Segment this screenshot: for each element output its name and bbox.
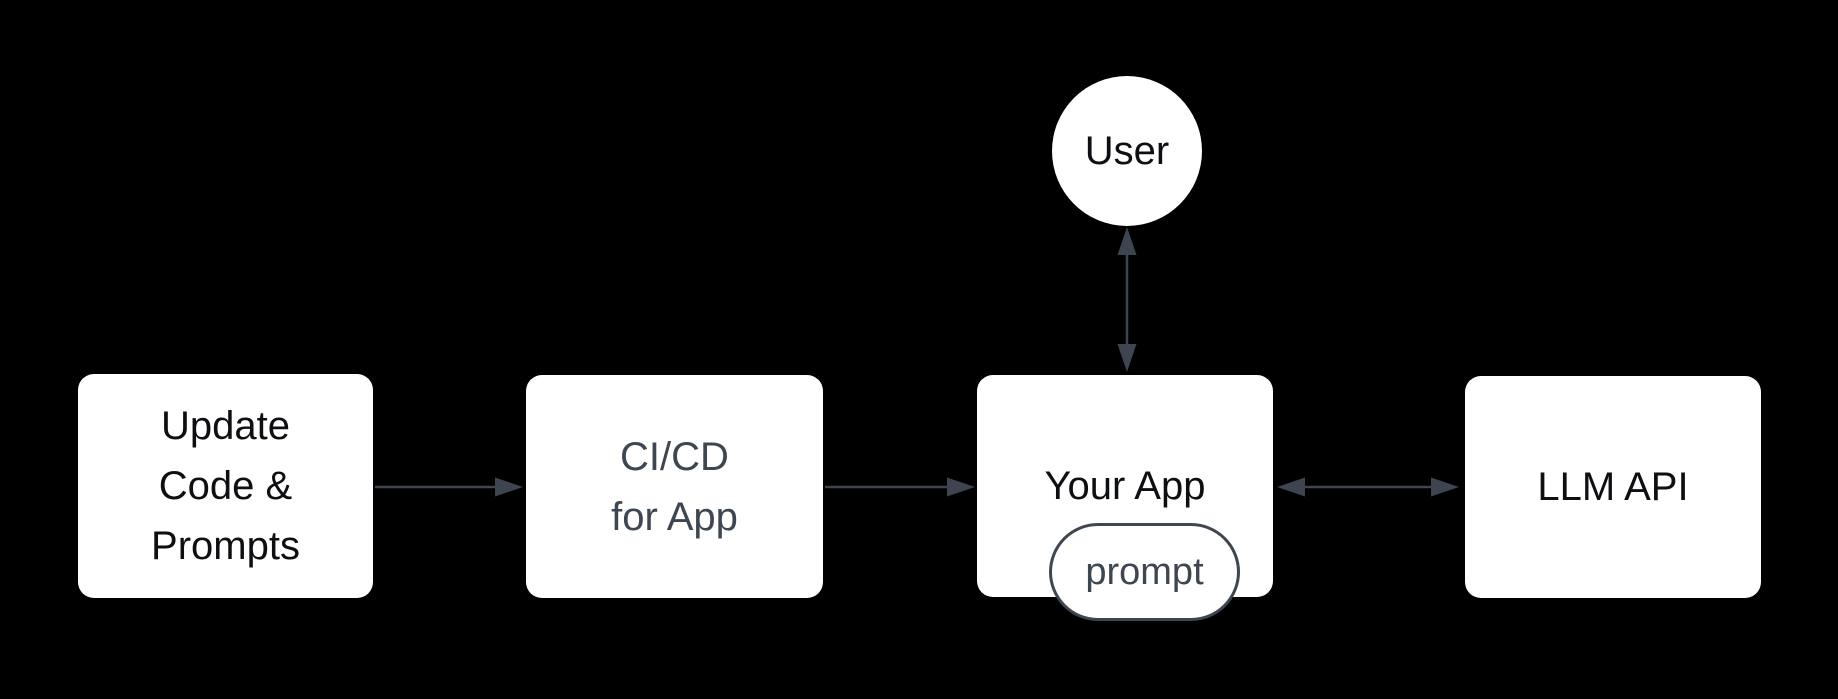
node-user: User (1052, 76, 1202, 226)
node-prompt-badge: prompt (1049, 523, 1240, 621)
edge-yourapp-llmapi-double-arrow (1277, 477, 1459, 497)
node-user-label: User (1084, 129, 1170, 173)
node-cicd-for-app: CI/CD for App (526, 375, 823, 598)
node-llm-api: LLM API (1465, 376, 1761, 598)
edge-user-yourapp-double-arrow (1117, 227, 1137, 372)
edge-update-to-cicd-arrow (375, 477, 523, 497)
node-llm-api-label: LLM API (1537, 465, 1689, 509)
edge-cicd-to-yourapp-arrow (825, 477, 975, 497)
node-cicd-for-app-label: CI/CD for App (611, 434, 738, 539)
node-update-code-prompts: Update Code & Prompts (78, 374, 373, 598)
node-update-code-prompts-label: Update Code & Prompts (151, 404, 300, 568)
node-prompt-badge-label: prompt (1085, 551, 1204, 593)
node-your-app-label: Your App (1044, 464, 1206, 508)
